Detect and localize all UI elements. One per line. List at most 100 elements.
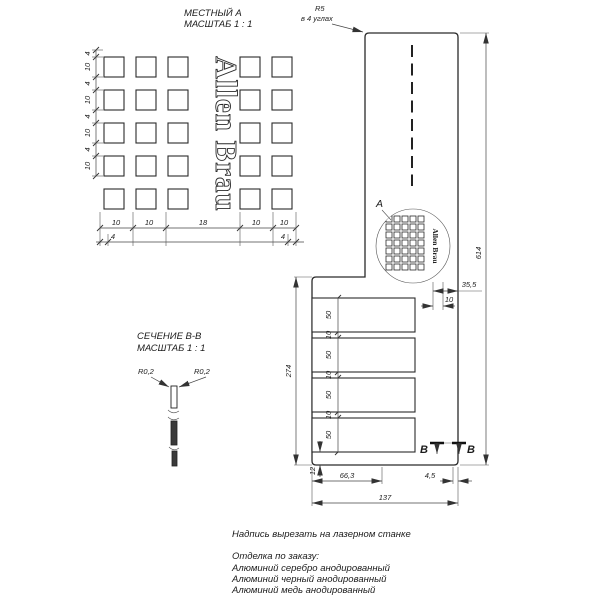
laser-note: Надпись вырезать на лазерном станке (232, 529, 411, 540)
grid-hole (271, 188, 293, 210)
detail-hole (385, 255, 393, 263)
detail-hole (401, 247, 409, 255)
detail-hole (417, 255, 425, 263)
grid-hole (135, 56, 157, 78)
detail-hole (409, 223, 417, 231)
grid-hole (167, 122, 189, 144)
finish-option: Алюминий медь анодированный (231, 585, 376, 596)
grid-hole (239, 89, 261, 111)
grid-hole (271, 56, 293, 78)
grid-hole (167, 89, 189, 111)
detail-hole (409, 247, 417, 255)
detail-hole (401, 231, 409, 239)
detail-hole (401, 255, 409, 263)
detail-hole (385, 239, 393, 247)
section-strip-bottom (171, 450, 178, 467)
dim-label: 4 (83, 51, 92, 55)
dim-label: 4 (281, 232, 285, 241)
finish-option: Алюминий серебро анодированный (231, 563, 391, 574)
dim-span-label: 274 (284, 365, 293, 379)
dim-edge-label: 4,5 (425, 471, 436, 480)
section-view-scale: МАСШТАБ 1 : 1 (137, 343, 205, 354)
grid-hole (271, 155, 293, 177)
detail-hole (417, 239, 425, 247)
grid-hole (271, 89, 293, 111)
grid-hole (103, 89, 125, 111)
detail-hole (401, 239, 409, 247)
detail-hole (385, 215, 393, 223)
detail-hole (409, 231, 417, 239)
perforation-grid (103, 56, 293, 210)
dim-label: 10 (252, 218, 261, 227)
detail-hole (385, 247, 393, 255)
detail-hole (417, 231, 425, 239)
section-strip-middle (170, 420, 178, 446)
grid-hole (135, 155, 157, 177)
detail-hole (409, 215, 417, 223)
grid-hole (103, 122, 125, 144)
chain-tick (96, 238, 104, 246)
dim-label: 4 (83, 147, 92, 151)
detail-perforation-grid (385, 215, 425, 271)
dim-label: 4 (83, 81, 92, 85)
detail-brand-text: Allen Brau (431, 228, 440, 263)
dim-height-label: 614 (474, 247, 483, 260)
detail-hole (409, 255, 417, 263)
detail-hole (401, 263, 409, 271)
detail-hole (393, 223, 401, 231)
grid-hole (103, 155, 125, 177)
detail-hole (401, 215, 409, 223)
detail-label-a: A (375, 198, 383, 210)
slot-opening (311, 377, 416, 413)
finish-option: Алюминий черный анодированный (231, 574, 387, 585)
dim-label: 50 (324, 310, 333, 319)
dim-label: 10 (83, 62, 92, 71)
local-view-a: МЕСТНЫЙ А МАСШТАБ 1 : 1 Allen Brau (92, 7, 342, 456)
dim-textwidth-label: 10 (445, 295, 454, 304)
dim-label: 4 (83, 114, 92, 118)
grid-hole (167, 155, 189, 177)
detail-hole (417, 263, 425, 271)
extension-lines (294, 32, 489, 506)
detail-hole (409, 263, 417, 271)
section-view-title: СЕЧЕНИЕ В-В (137, 331, 202, 342)
local-view-title: МЕСТНЫЙ А (184, 7, 242, 19)
section-break-1 (167, 409, 180, 421)
corner-radius-note: R5 (315, 4, 325, 13)
dim-label: 50 (324, 390, 333, 399)
section-break-2 (168, 446, 180, 451)
detail-hole (417, 215, 425, 223)
detail-circle-a (375, 208, 451, 284)
detail-hole (409, 239, 417, 247)
radius-leader-right (178, 376, 207, 388)
grid-hole (239, 188, 261, 210)
main-view: R5 в 4 углах Allen Brau A 614 137 274 12 (284, 4, 489, 506)
corner-note-leader (331, 23, 364, 33)
finish-title: Отделка по заказу: (232, 551, 319, 562)
detail-hole (393, 215, 401, 223)
dim-label: 50 (324, 430, 333, 439)
slot-opening (311, 337, 416, 373)
local-view-scale: МАСШТАБ 1 : 1 (184, 19, 252, 30)
section-label-left: B (420, 444, 428, 456)
dim-label: 10 (83, 161, 92, 170)
dim-label: 10 (324, 330, 333, 339)
radius-callout-left: R0,2 (138, 367, 155, 376)
grid-hole (135, 89, 157, 111)
bottom-slots (311, 297, 416, 453)
slot-opening (311, 417, 416, 453)
detail-label-leader (381, 209, 392, 221)
grid-hole (239, 155, 261, 177)
part-outline (311, 32, 459, 466)
dim-width-label: 137 (379, 493, 392, 502)
dim-label: 10 (83, 128, 92, 137)
detail-hole (417, 247, 425, 255)
grid-hole (167, 188, 189, 210)
grid-hole (103, 188, 125, 210)
radius-leader-left (150, 376, 170, 388)
section-label-right: B (467, 444, 475, 456)
detail-hole (393, 263, 401, 271)
